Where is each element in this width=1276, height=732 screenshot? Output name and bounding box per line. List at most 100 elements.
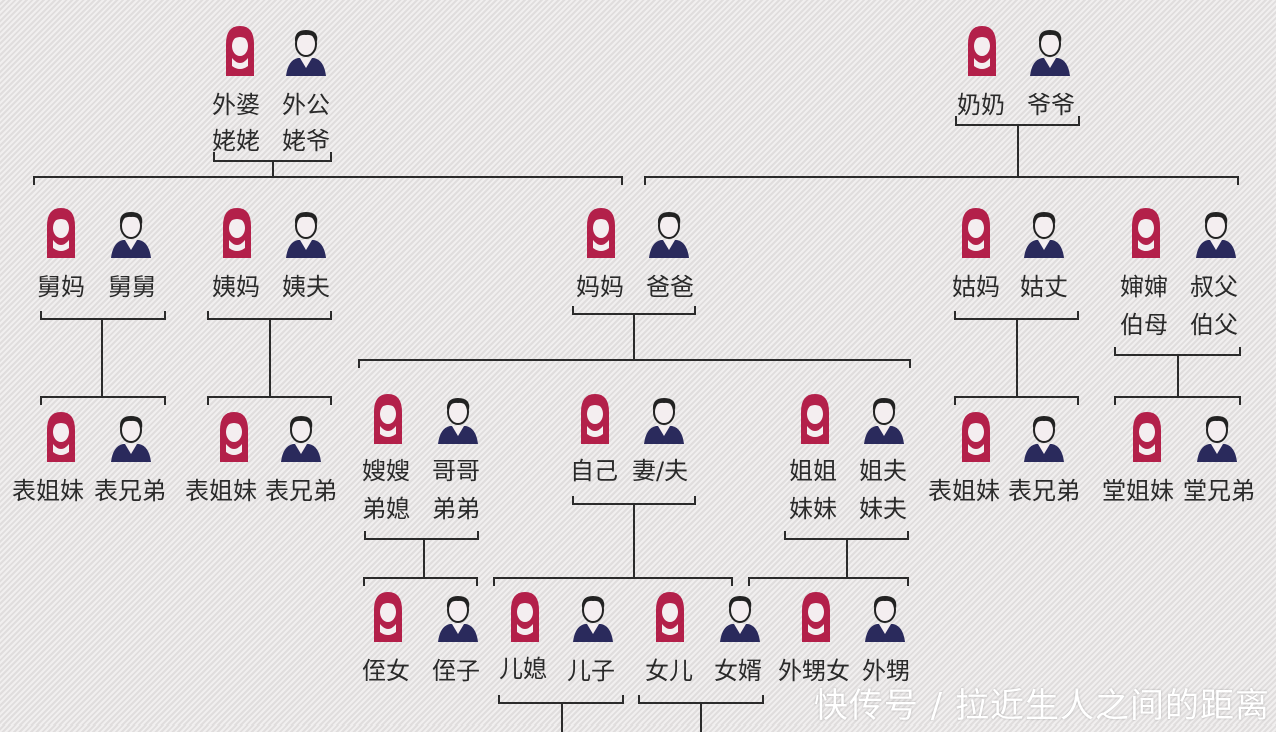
daughter-icon: [640, 590, 700, 646]
brother-icon: [428, 392, 488, 448]
paternal-grandmother-icon: [952, 24, 1012, 80]
nephew-icon: [428, 590, 488, 646]
sister-husband-label: 姐夫: [859, 457, 907, 485]
connector: [476, 577, 478, 586]
cousin-female-label: 堂姐妹: [1102, 477, 1174, 505]
maternal-uncle-wife-icon: [31, 206, 91, 262]
connector: [272, 160, 274, 176]
connector: [731, 577, 733, 586]
connector: [561, 702, 563, 732]
connector: [164, 311, 166, 320]
connector: [621, 176, 623, 185]
connector: [572, 306, 574, 315]
sister-label: 姐姐: [789, 457, 837, 485]
cousin-female-label: 表姐妹: [12, 477, 84, 505]
connector: [330, 311, 332, 320]
son-icon: [563, 590, 623, 646]
mother-icon: [571, 206, 631, 262]
sister-in-law-alt-label: 弟媳: [362, 495, 410, 523]
sister-in-law-icon: [358, 392, 418, 448]
paternal-uncle-alt-label: 伯父: [1190, 311, 1238, 339]
connector: [364, 531, 366, 540]
connector: [423, 538, 425, 577]
connector: [1114, 347, 1116, 356]
nephew-label: 侄子: [432, 657, 480, 685]
cousin-male-label: 表兄弟: [265, 477, 337, 505]
connector: [269, 318, 271, 396]
father-icon: [639, 206, 699, 262]
mother-label: 妈妈: [576, 273, 624, 301]
son-label: 儿子: [567, 657, 615, 685]
daughter-in-law-icon: [495, 590, 555, 646]
connector: [1077, 396, 1079, 405]
cousin-male-icon: [271, 410, 331, 466]
connector: [1017, 124, 1019, 176]
connector: [207, 311, 209, 320]
paternal-grandfather-icon: [1020, 24, 1080, 80]
spouse-icon: [634, 392, 694, 448]
cousin-male-icon: [101, 410, 161, 466]
connector: [33, 176, 35, 185]
cousin-female-label: 表姐妹: [928, 477, 1000, 505]
paternal-aunt-icon: [946, 206, 1006, 262]
connector: [907, 577, 909, 586]
sister-son-label: 外甥: [862, 657, 910, 685]
daughter-in-law-label: 儿媳: [499, 655, 547, 683]
paternal-uncle-wife-icon: [1116, 206, 1176, 262]
paternal-uncle-wife-alt-label: 伯母: [1120, 311, 1168, 339]
connector: [40, 396, 166, 398]
connector: [498, 695, 500, 704]
paternal-aunt-husband-label: 姑丈: [1020, 273, 1068, 301]
paternal-aunt-husband-icon: [1014, 206, 1074, 262]
maternal-uncle-icon: [101, 206, 161, 262]
sister-son-icon: [855, 590, 915, 646]
connector: [33, 176, 623, 178]
connector: [40, 311, 42, 320]
connector: [748, 577, 909, 579]
sister-husband-icon: [854, 392, 914, 448]
father-label: 爸爸: [646, 273, 694, 301]
self-icon: [565, 392, 625, 448]
connector: [101, 318, 103, 396]
maternal-grandfather-label: 外公: [282, 91, 330, 119]
cousin-female-icon: [946, 410, 1006, 466]
connector: [694, 496, 696, 505]
sister-in-law-label: 嫂嫂: [362, 457, 410, 485]
paternal-uncle-wife-label: 婶婶: [1120, 273, 1168, 301]
connector: [330, 152, 332, 161]
maternal-aunt-label: 姨妈: [212, 273, 260, 301]
cousin-male-label: 表兄弟: [94, 477, 166, 505]
maternal-aunt-husband-icon: [276, 206, 336, 262]
maternal-grandfather-icon: [276, 24, 336, 80]
connector: [1077, 311, 1079, 320]
connector: [164, 396, 166, 405]
connector: [633, 313, 635, 360]
maternal-grandfather-alt-label: 姥爷: [282, 127, 330, 155]
connector: [1078, 116, 1080, 125]
maternal-aunt-icon: [207, 206, 267, 262]
maternal-grandmother-alt-label: 姥姥: [212, 127, 260, 155]
connector: [330, 396, 332, 405]
connector: [358, 359, 360, 368]
connector: [363, 577, 365, 586]
brother-label: 哥哥: [432, 457, 480, 485]
connector: [907, 531, 909, 540]
connector: [364, 538, 479, 540]
connector: [1114, 396, 1116, 405]
connector: [954, 396, 956, 405]
connector: [644, 176, 646, 185]
connector: [1016, 318, 1018, 396]
connector: [493, 577, 495, 586]
sister-daughter-icon: [786, 590, 846, 646]
connector: [1239, 347, 1241, 356]
connector: [493, 577, 733, 579]
connector: [784, 531, 786, 540]
paternal-grandfather-label: 爷爷: [1027, 91, 1075, 119]
son-in-law-icon: [710, 590, 770, 646]
connector: [748, 577, 750, 586]
connector: [700, 702, 702, 732]
connector: [762, 695, 764, 704]
cousin-male-icon: [1187, 410, 1247, 466]
connector: [622, 695, 624, 704]
son-in-law-label: 女婿: [714, 657, 762, 685]
